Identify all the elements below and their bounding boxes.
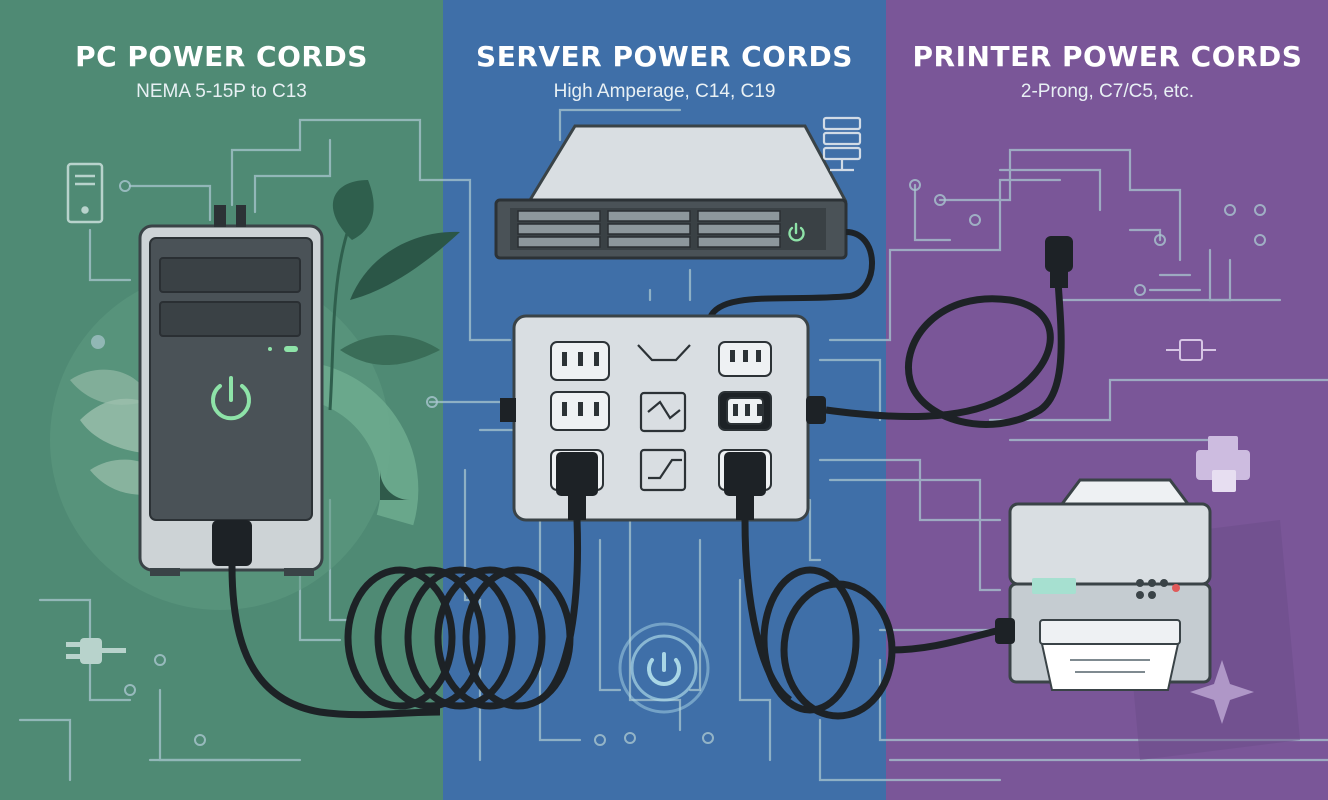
panel-printer-title: PRINTER POWER CORDS bbox=[912, 40, 1303, 73]
power-distribution-unit bbox=[500, 314, 826, 522]
printer-icon bbox=[1196, 436, 1250, 492]
wall-plug-icon bbox=[66, 638, 126, 664]
panel-printer-subtitle: 2-Prong, C7/C5, etc. bbox=[1020, 81, 1195, 102]
server-cords bbox=[344, 519, 896, 720]
server-unit bbox=[494, 124, 875, 320]
power-symbol-icon bbox=[618, 622, 710, 714]
panel-server-title: SERVER POWER CORDS bbox=[476, 40, 853, 73]
computer-tower-icon bbox=[66, 162, 104, 224]
c7-plug bbox=[1045, 236, 1073, 288]
panel-pc-title: PC POWER CORDS bbox=[75, 40, 368, 73]
circuit-nodes bbox=[119, 179, 1266, 746]
panel-pc-subtitle: NEMA 5-15P to C13 bbox=[136, 81, 307, 102]
small-connector-icon bbox=[1166, 339, 1216, 361]
panel-server-subtitle: High Amperage, C14, C19 bbox=[553, 81, 776, 102]
panel-pc-header: PC POWER CORDS NEMA 5-15P to C13 bbox=[0, 40, 443, 103]
printer-device bbox=[995, 478, 1300, 760]
power-symbol-icon bbox=[211, 376, 251, 421]
panel-printer-header: PRINTER POWER CORDS 2-Prong, C7/C5, etc. bbox=[886, 40, 1328, 103]
server-rack-icon bbox=[822, 116, 862, 172]
sparkle-icon bbox=[1190, 660, 1254, 724]
pc-cord bbox=[212, 520, 441, 719]
panel-server-header: SERVER POWER CORDS High Amperage, C14, C… bbox=[443, 40, 886, 103]
